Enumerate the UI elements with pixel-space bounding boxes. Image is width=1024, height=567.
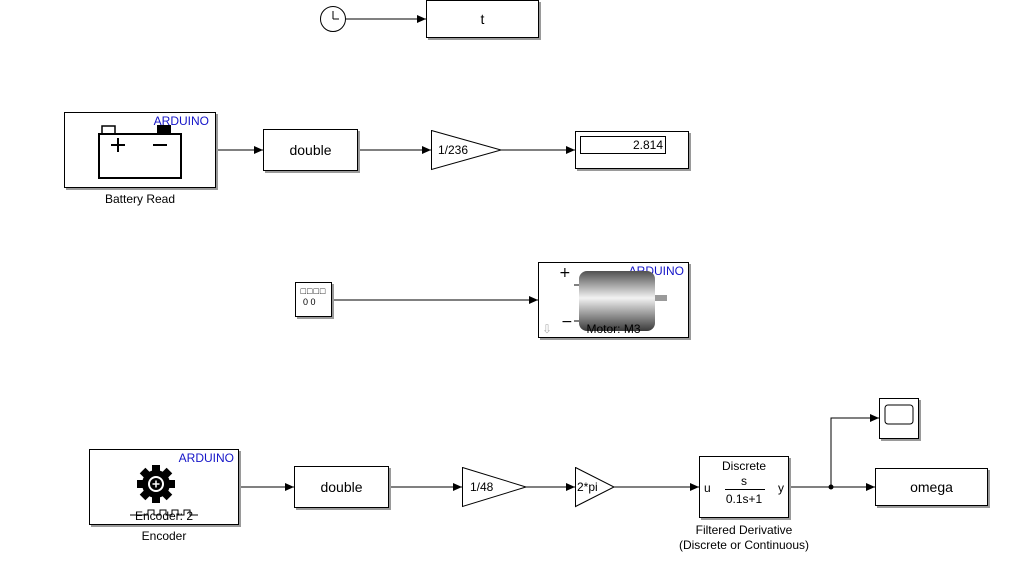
constant-block[interactable]: □□□□ 0 0 <box>295 282 332 317</box>
scope-block[interactable] <box>879 398 919 439</box>
svg-text:+: + <box>559 265 571 281</box>
derivative-caption-line-2: (Discrete or Continuous) <box>678 538 810 552</box>
motor-caption: Motor: M3 <box>586 322 641 336</box>
clock-block[interactable] <box>319 5 347 33</box>
to-workspace-t-label: t <box>480 11 485 27</box>
gain-block-2[interactable]: 1/48 <box>462 467 528 509</box>
gain-block-3[interactable]: 2*pi <box>575 467 616 509</box>
encoder-gear-icon <box>130 465 198 516</box>
encoder-inner-label: Encoder: 2 <box>134 509 194 523</box>
motor-block[interactable]: ARDUINO + − ⇩ Motor: M3 <box>538 262 689 338</box>
branch-point <box>828 484 834 490</box>
battery-icon <box>98 125 182 179</box>
svg-text:⇩: ⇩ <box>542 322 552 336</box>
display-block[interactable]: 2.814 <box>575 131 689 169</box>
arduino-badge: ARDUINO <box>153 114 209 128</box>
derivative-title: Discrete <box>721 459 766 473</box>
to-workspace-omega-label: omega <box>910 479 953 495</box>
gain-triangle <box>462 467 528 508</box>
data-type-conversion-block-1[interactable]: double <box>263 129 358 171</box>
data-type-conversion-block-2[interactable]: double <box>294 466 389 508</box>
conversion-label-1: double <box>289 142 332 158</box>
display-readout: 2.814 <box>580 136 666 154</box>
gain-value-3: 2*pi <box>577 480 598 494</box>
encoder-block[interactable]: ARDUINO Encoder: 2 <box>89 449 239 525</box>
fraction-bar <box>725 489 765 490</box>
derivative-denominator: 0.1s+1 <box>725 492 763 506</box>
clock-icon <box>320 6 346 32</box>
to-workspace-t-block[interactable]: t <box>426 0 539 38</box>
derivative-numerator: s <box>741 474 747 488</box>
output-port-label: y <box>778 481 784 495</box>
battery-read-block[interactable]: ARDUINO <box>64 112 216 188</box>
motor-icon: + − ⇩ <box>542 265 667 336</box>
line-branch-to-scope[interactable] <box>830 414 879 487</box>
encoder-caption: Encoder <box>141 529 187 543</box>
filtered-derivative-block[interactable]: Discrete s 0.1s+1 u y <box>699 456 789 518</box>
svg-text:−: − <box>561 314 573 330</box>
constant-line-1: □□□□ <box>300 286 327 296</box>
gain-triangle <box>431 130 503 171</box>
gain-value-2: 1/48 <box>470 480 494 494</box>
gain-triangle <box>575 467 616 508</box>
to-workspace-omega-block[interactable]: omega <box>875 468 988 506</box>
derivative-caption-line-1: Filtered Derivative <box>695 523 793 537</box>
constant-line-2: 0 0 <box>303 297 316 307</box>
arduino-badge: ARDUINO <box>178 451 234 465</box>
conversion-label-2: double <box>320 479 363 495</box>
gain-value-1: 1/236 <box>438 143 469 157</box>
scope-icon <box>884 404 914 425</box>
gain-block-1[interactable]: 1/236 <box>431 130 503 172</box>
input-port-label: u <box>704 481 711 495</box>
battery-read-caption: Battery Read <box>104 192 176 206</box>
